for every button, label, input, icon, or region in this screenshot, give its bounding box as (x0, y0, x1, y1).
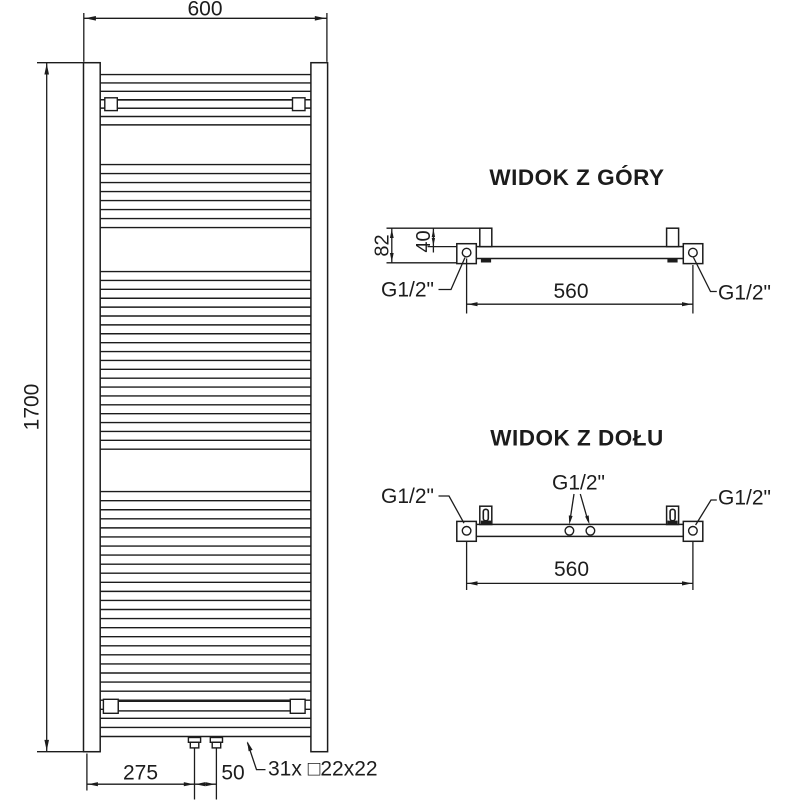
valve-spacing-label: 50 (221, 762, 244, 785)
arrowhead (585, 515, 590, 525)
bottom-view-right-thread-leader (695, 499, 717, 526)
arrowhead (568, 515, 573, 525)
bottom-view-left-thread-leader (438, 495, 465, 524)
bottom-offset-label: 275 (123, 762, 158, 785)
bottom-view-left-thread-label: G1/2" (381, 485, 434, 508)
hanger-clip-top-left (104, 97, 119, 112)
bottom-view-title: WIDOK Z DOŁU (490, 426, 663, 451)
arrowhead (431, 229, 436, 237)
arrowhead (389, 229, 394, 238)
top-view-right-connection-circle (687, 247, 698, 258)
top-view-560-label: 560 (553, 280, 588, 303)
radiator-rungs (100, 73, 311, 738)
arrowhead (467, 581, 478, 586)
bottom-view: WIDOK Z DOŁU G1/2" G1/2" G1/2" 560 (381, 426, 771, 590)
top-view-left-bracket-foot (480, 258, 492, 263)
left-valve-flange (187, 736, 202, 744)
top-view-bar (475, 245, 685, 260)
rungs-annotation-leader (246, 742, 266, 771)
arrowhead (195, 782, 206, 787)
arrowhead (314, 16, 326, 21)
hanger-clip-top-right (291, 97, 306, 112)
top-view-left-connection-circle (461, 247, 472, 258)
right-collector (310, 61, 329, 753)
arrowhead (682, 581, 692, 586)
top-view-right-bracket-foot (667, 258, 678, 263)
hanger-clip-bottom-right (289, 698, 306, 714)
arrowhead (247, 741, 253, 752)
arrowhead (389, 253, 394, 262)
bottom-view-center-connection-circle-2 (585, 525, 596, 536)
front-view: 600 1700 275 50 31x □22x22 (21, 0, 378, 800)
top-view-left-thread-label: G1/2" (381, 279, 434, 302)
arrowhead (682, 302, 692, 307)
width-dimension-label: 600 (187, 0, 222, 21)
hanger-clip-bottom-left (102, 698, 119, 714)
left-valve-body (189, 741, 200, 749)
top-view-title: WIDOK Z GÓRY (489, 165, 664, 190)
arrowhead (183, 782, 194, 787)
arrowhead (431, 237, 436, 246)
bottom-view-center-connection-circle-1 (564, 525, 575, 536)
bottom-view-left-bracket-foot (480, 520, 492, 525)
bottom-view-right-connection-circle (687, 525, 698, 536)
bottom-view-right-thread-label: G1/2" (718, 487, 771, 510)
arrowhead (467, 302, 478, 307)
arrowhead (87, 782, 98, 787)
arrowhead (84, 16, 96, 21)
height-dimension-label: 1700 (21, 384, 44, 431)
left-collector (82, 61, 101, 753)
depth-dimension-label: 82 (372, 234, 394, 256)
bottom-view-right-bracket-foot (667, 520, 678, 525)
top-view-left-thread-leader (438, 257, 466, 291)
top-view-left-wall-bracket (479, 227, 493, 248)
arrowhead (44, 63, 49, 75)
bottom-hanger-rail (117, 700, 292, 712)
bottom-view-left-connection-circle (461, 525, 472, 536)
top-view-right-thread-label: G1/2" (718, 282, 771, 305)
top-view-right-wall-bracket (665, 227, 680, 248)
arrowhead (44, 739, 49, 751)
top-hanger-rail (115, 99, 294, 109)
bottom-view-560-label: 560 (554, 558, 589, 581)
bar-offset-dimension-label: 40 (413, 230, 435, 252)
top-view: WIDOK Z GÓRY 82 40 G1/2" G1/2" 560 (372, 165, 771, 314)
right-valve-body (211, 741, 222, 749)
dimension-arrows (44, 16, 692, 787)
bottom-view-bar (475, 523, 685, 538)
rungs-annotation: 31x □22x22 (268, 758, 378, 781)
arrowhead (205, 782, 216, 787)
top-view-right-thread-leader (692, 257, 717, 293)
bottom-view-center-thread-label: G1/2" (552, 472, 605, 495)
right-valve-flange (209, 736, 224, 744)
